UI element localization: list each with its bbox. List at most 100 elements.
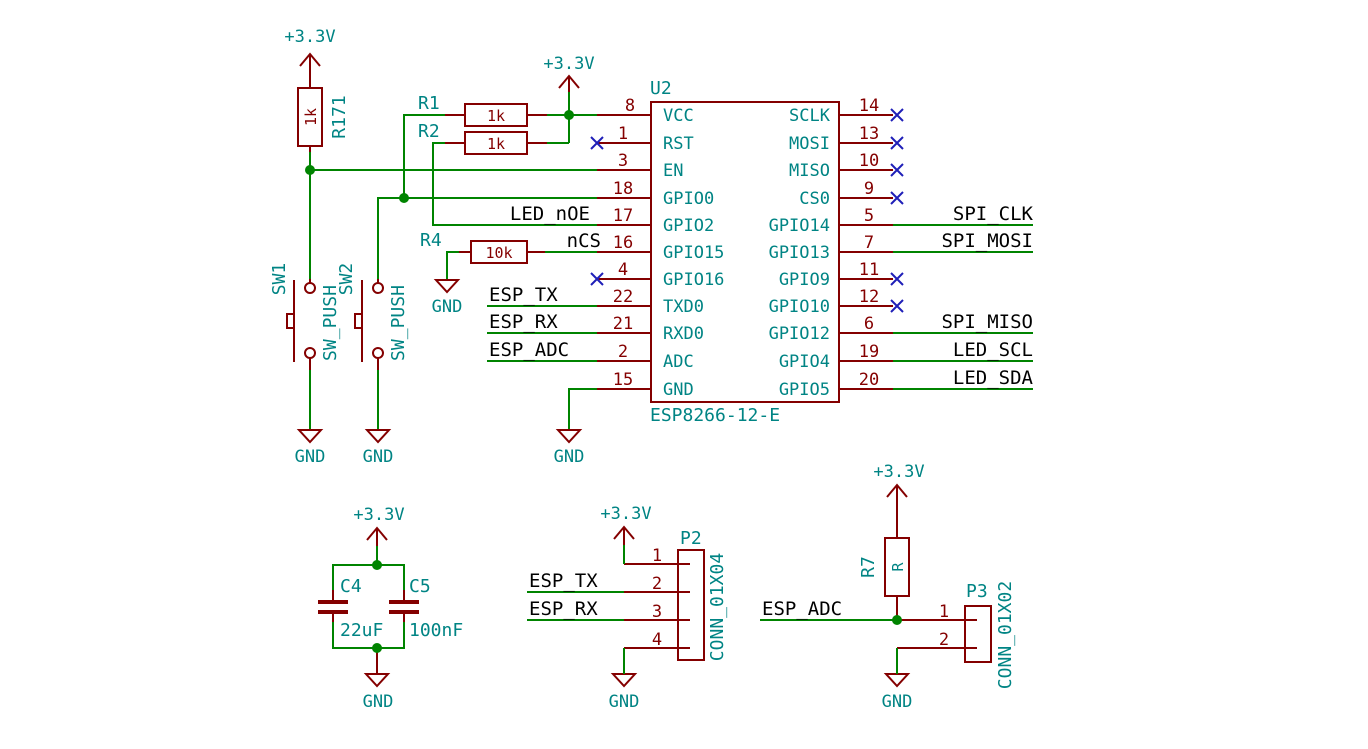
p2-pin-num: 3 [652,602,662,622]
power-vcc-1: +3.3V [284,27,336,80]
u2-pin-num: 4 [618,260,628,280]
p3-nets: ESP_ADC [760,598,902,674]
u2-pin-num: 21 [613,314,633,334]
right-nets: SPI_CLK SPI_MOSI SPI_MISO LED_SCL LED_SD… [893,203,1034,390]
u2-pin-name: RST [663,134,694,154]
u2-pin-num: 11 [859,260,879,280]
u2-pin-name: CS0 [799,189,830,209]
vcc-label: +3.3V [543,54,594,74]
u2-pin-name: SCLK [789,106,831,126]
power-gnd-caps: GND [363,648,393,712]
switch-sw2[interactable]: SW2 SW_PUSH [336,263,409,370]
power-gnd-p3: GND [882,673,913,712]
gnd-label: GND [609,692,640,712]
u2-pin-num: 18 [613,179,633,199]
net-label-esp-adc: ESP_ADC [489,339,569,361]
gnd-label: GND [295,447,326,467]
u2-pin-num: 15 [613,370,633,390]
resistor-r7[interactable]: R R7 [858,520,910,620]
u2-pin-num: 3 [618,151,628,171]
resistor-r171[interactable]: 1k R171 [297,80,350,152]
u2-pin-name: GPIO0 [663,189,714,209]
net-label-led-sda: LED_SDA [953,367,1034,389]
p2-pin-num: 4 [652,630,662,650]
u2-pin-name: MOSI [789,134,830,154]
c5-ref: C5 [409,576,431,597]
power-vcc-3: +3.3V [353,505,405,546]
gnd-label: GND [554,447,585,467]
left-nets: ESP_TX ESP_RX ESP_ADC LED_nOE nCS [305,80,601,430]
net-label-esp-tx: ESP_TX [489,284,558,306]
u2-esp8266[interactable]: U2 ESP8266-12-E 8 1 3 18 17 16 4 22 [597,78,893,426]
resistor-r2[interactable]: 1k R2 [418,121,547,155]
u2-pin-num: 9 [864,179,874,199]
r7-value: R [889,562,907,572]
resistor-r1[interactable]: 1k R1 [418,93,547,127]
net-label-spi-miso: SPI_MISO [941,311,1033,333]
r4-ref: R4 [420,230,442,251]
p2-pin-num: 1 [652,546,662,566]
power-gnd-u2: GND [554,429,585,467]
u2-value: ESP8266-12-E [650,405,780,426]
r1-ref: R1 [418,93,440,114]
r7-ref: R7 [858,556,879,578]
switch-sw1[interactable]: SW1 SW_PUSH [269,263,341,370]
junction-dot [399,193,409,203]
r171-ref: R171 [329,95,350,138]
u2-pin-name: GND [663,380,694,400]
gnd-label: GND [882,692,913,712]
vcc-label: +3.3V [873,462,924,482]
junction-dot [372,560,382,570]
net-label-esp-adc-p3: ESP_ADC [762,598,842,620]
r171-value: 1k [302,108,320,126]
gnd-label: GND [363,447,394,467]
u2-pin-num: 5 [864,206,874,226]
power-gnd-p2: GND [609,673,640,712]
u2-pin-name: GPIO9 [779,270,830,290]
u2-pin-name: GPIO2 [663,216,714,236]
c5-value: 100nF [409,620,463,641]
u2-pin-num: 13 [859,124,879,144]
no-connect-flags [590,108,904,313]
r4-value: 10k [485,244,512,262]
c4-ref: C4 [340,576,362,597]
junction-dot [564,110,574,120]
p2-pin-num: 2 [652,574,662,594]
u2-pin-name: EN [663,161,683,181]
power-gnd-sw1: GND [295,429,326,467]
u2-pin-num: 12 [859,287,879,307]
net-label-led-scl: LED_SCL [953,339,1033,361]
vcc-label: +3.3V [284,27,335,47]
c4-value: 22uF [340,620,383,641]
power-gnd-r4: GND [432,279,463,317]
connector-p2[interactable]: 1 2 3 4 P2 CONN_01X04 [624,528,728,661]
net-label-ncs: nCS [567,230,601,252]
capacitor-c4[interactable]: C4 22uF [318,576,383,641]
net-label-esp-rx: ESP_RX [489,311,558,333]
u2-pin-num: 2 [618,342,628,362]
p2-value: CONN_01X04 [707,553,728,661]
u2-pin-name: GPIO15 [663,243,724,263]
resistor-r4[interactable]: 10k R4 [420,230,545,264]
u2-pin-name: GPIO16 [663,270,724,290]
r2-ref: R2 [418,121,440,142]
connector-p3[interactable]: 1 2 P3 CONN_01X02 [897,581,1016,689]
vcc-label: +3.3V [353,505,404,525]
sw1-ref: SW1 [269,263,290,296]
sw1-value: SW_PUSH [320,285,341,361]
p2-nets: ESP_TX ESP_RX [527,545,625,674]
u2-pin-num: 6 [864,314,874,334]
u2-pin-num: 20 [859,370,879,390]
sw2-value: SW_PUSH [388,285,409,361]
u2-pin-name: VCC [663,106,694,126]
capacitor-c5[interactable]: C5 100nF [389,576,463,641]
net-label-led-noe: LED_nOE [510,203,590,225]
u2-pin-name: GPIO14 [769,216,830,236]
gnd-label: GND [432,297,463,317]
u2-pin-name: GPIO13 [769,243,830,263]
u2-pin-num: 1 [618,124,628,144]
p2-ref: P2 [680,528,702,549]
net-label-esp-tx-p2: ESP_TX [529,570,598,592]
vcc-label: +3.3V [600,504,651,524]
sw2-ref: SW2 [336,263,357,296]
